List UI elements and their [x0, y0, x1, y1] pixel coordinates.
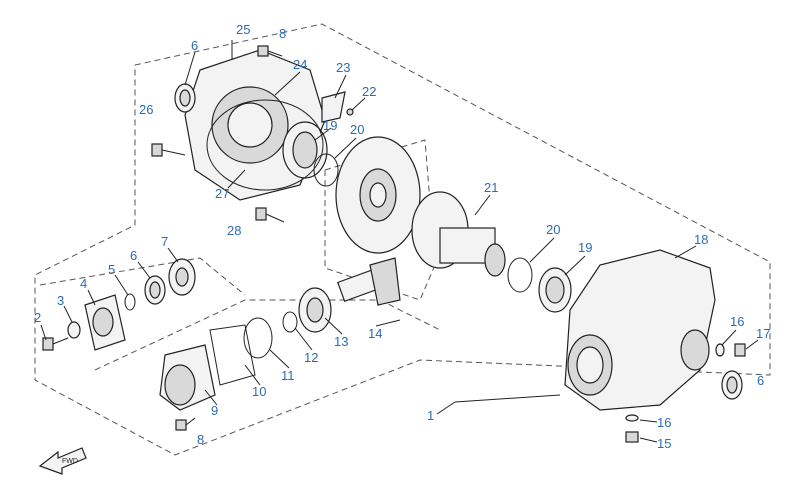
callout-6-right: 6: [757, 373, 764, 388]
right-small-parts: [715, 343, 746, 400]
bracket-23: [321, 91, 354, 123]
gasket-10: [209, 324, 256, 386]
callout-8-bottom: 8: [197, 432, 204, 447]
bolt-8-bottom: [175, 417, 196, 431]
callout-22: 22: [362, 84, 376, 99]
bearing-7: [168, 258, 196, 296]
oil-seal-top: [174, 83, 196, 113]
callout-19-right: 19: [578, 240, 592, 255]
callout-5: 5: [108, 262, 115, 277]
callout-23: 23: [336, 60, 350, 75]
callout-14: 14: [368, 326, 382, 341]
callout-20-left: 20: [350, 122, 364, 137]
differential-carrier-21: [411, 191, 506, 277]
input-housing-9: [159, 344, 216, 411]
callout-9: 9: [211, 403, 218, 418]
bearing-19-right: [538, 267, 572, 313]
ring-gear: [335, 136, 421, 254]
callout-13: 13: [334, 334, 348, 349]
bolt-8-top: [231, 40, 283, 60]
pinion-gear-14: [337, 257, 401, 306]
main-housing-18: [564, 249, 716, 411]
callout-7: 7: [161, 234, 168, 249]
seal-6-left: [144, 275, 166, 305]
callout-19-left: 19: [323, 118, 337, 133]
callout-17: 17: [756, 326, 770, 341]
callout-leaders: [40, 51, 759, 443]
oring-5: [124, 293, 136, 311]
callout-25: 25: [236, 22, 250, 37]
ring-20-right: [507, 257, 533, 293]
flange-4: [84, 294, 126, 351]
bolt-28: [255, 207, 285, 223]
rings-11-12: [243, 311, 298, 359]
callout-4: 4: [80, 276, 87, 291]
callout-27: 27: [215, 186, 229, 201]
callout-20-right: 20: [546, 222, 560, 237]
callout-labels: 1 2 3 4 5 6 6 6 7 8 8 9 10 11 12 13 14 1…: [34, 22, 770, 451]
drain-plug: [625, 414, 639, 443]
callout-15: 15: [657, 436, 671, 451]
ring-20-left: [313, 153, 339, 187]
washer-3: [67, 321, 81, 339]
callout-6-top: 6: [191, 38, 198, 53]
callout-16-bottom: 16: [657, 415, 671, 430]
callout-24: 24: [293, 57, 307, 72]
callout-26: 26: [139, 102, 153, 117]
callout-10: 10: [252, 384, 266, 399]
callout-11: 11: [281, 368, 295, 383]
callout-12: 12: [304, 350, 318, 365]
cover-housing-24: [184, 49, 328, 201]
callout-16-right: 16: [730, 314, 744, 329]
callout-2: 2: [34, 310, 41, 325]
callout-28: 28: [227, 223, 241, 238]
callout-1: 1: [427, 408, 434, 423]
bolt-2: [42, 337, 69, 351]
callout-18: 18: [694, 232, 708, 247]
forward-arrow-label: FWD: [62, 458, 78, 465]
forward-arrow-icon: FWD: [38, 447, 87, 475]
callout-6-left: 6: [130, 248, 137, 263]
callout-8-top: 8: [279, 26, 286, 41]
callout-21: 21: [484, 180, 498, 195]
bearing-13: [298, 287, 332, 333]
callout-3: 3: [57, 293, 64, 308]
bolt-26: [151, 143, 186, 157]
